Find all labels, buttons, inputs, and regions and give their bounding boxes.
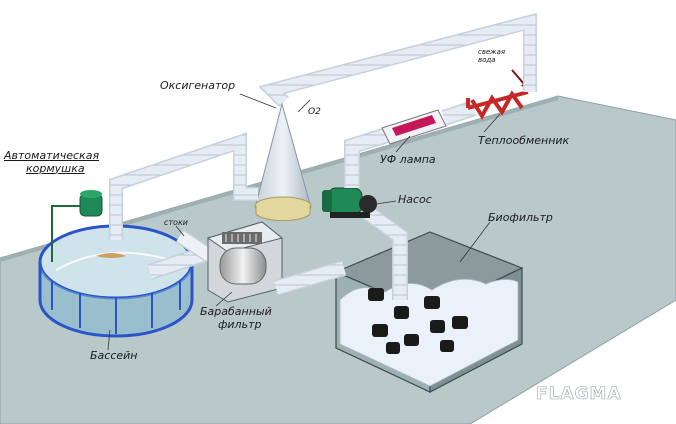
leader-uv bbox=[395, 135, 411, 153]
oxygenator bbox=[254, 99, 312, 222]
fresh-water-arrow bbox=[511, 69, 525, 85]
label-feeder-line1: Автоматическая bbox=[4, 149, 100, 162]
pool bbox=[38, 224, 194, 338]
drum-filter bbox=[206, 221, 284, 303]
leader-drum bbox=[215, 291, 233, 307]
leader-pool bbox=[107, 329, 111, 351]
feeder-stand bbox=[51, 205, 90, 262]
leader-oxygenator bbox=[239, 93, 277, 109]
label-oxygenator: Оксигенатор bbox=[160, 79, 236, 92]
label-drum-filter-line2: фильтр bbox=[218, 317, 262, 331]
leader-pump bbox=[375, 200, 397, 205]
label-fresh-water: свежая вода bbox=[478, 48, 506, 65]
label-biofilter: Биофильтр bbox=[488, 211, 553, 224]
label-drain: стоки bbox=[164, 218, 188, 227]
leader-biofilter bbox=[459, 221, 491, 263]
label-pool: Бассейн bbox=[90, 349, 138, 362]
leader-heat bbox=[483, 113, 501, 133]
pump bbox=[322, 187, 377, 218]
label-feeder: Автоматическая кормушка bbox=[4, 149, 100, 175]
watermark: FLAGMA bbox=[536, 384, 622, 405]
label-pump: Насос bbox=[398, 193, 432, 206]
auto-feeder bbox=[79, 190, 103, 217]
label-feeder-line2: кормушка bbox=[26, 161, 85, 175]
label-o2: O2 bbox=[308, 107, 321, 117]
label-drum-filter-line1: Барабанный bbox=[200, 305, 272, 318]
label-uv-lamp: УФ лампа bbox=[380, 153, 436, 166]
uv-lamp bbox=[381, 109, 447, 145]
label-drum-filter: Барабанный фильтр bbox=[200, 305, 272, 331]
label-heat-exchanger: Теплообменник bbox=[478, 134, 570, 147]
bio-media bbox=[368, 288, 468, 354]
leader-drain bbox=[175, 225, 185, 237]
